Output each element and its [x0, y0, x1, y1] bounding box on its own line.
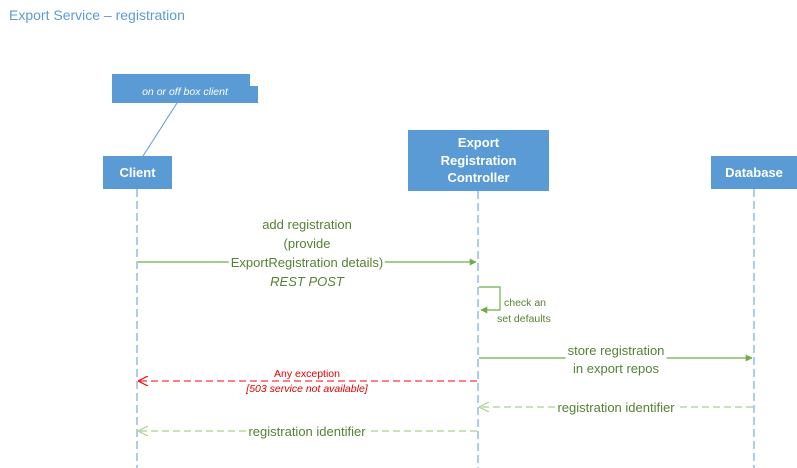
controller-label-line3: Controller — [447, 170, 510, 186]
store-registration-label-line1: store registration — [565, 342, 667, 360]
exception-label-line1: Any exception — [274, 368, 340, 380]
participant-client: Client — [103, 156, 172, 189]
note-label: on or off box client — [142, 86, 228, 98]
exception-label-line2: [503 service not available] — [244, 382, 370, 397]
db-reply-label: registration identifier — [555, 399, 677, 417]
add-registration-label-line4: REST POST — [270, 274, 344, 289]
controller-label-line1: Export — [457, 135, 500, 151]
add-registration-label-line1: add registration — [262, 217, 352, 232]
participant-client-label: Client — [119, 164, 156, 180]
diagram-title: Export Service – registration — [9, 7, 185, 23]
controller-label-line2: Registration — [440, 152, 517, 168]
add-registration-label-line2: (provide — [283, 236, 331, 251]
check-defaults-label-line2: set defaults — [497, 313, 551, 325]
check-defaults-arrow — [479, 286, 501, 314]
check-defaults-label-line1: check an — [504, 297, 547, 309]
note-connector — [142, 102, 178, 157]
participant-controller: Export Registration Controller — [408, 130, 549, 191]
note-shape — [112, 74, 258, 103]
client-reply-label: registration identifier — [246, 423, 368, 441]
participant-database: Database — [711, 156, 797, 189]
participant-database-label: Database — [725, 164, 783, 180]
add-registration-label-line3: ExportRegistration details) — [228, 254, 386, 272]
store-registration-label-line2: in export repos — [573, 361, 659, 376]
